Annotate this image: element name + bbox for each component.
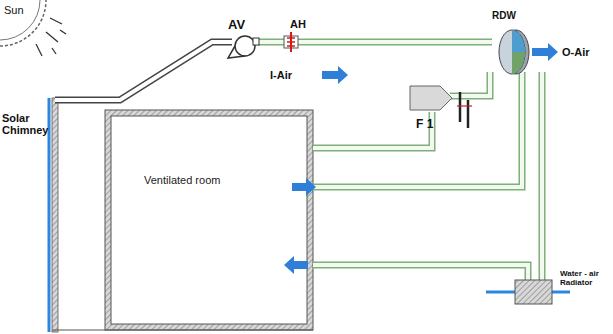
chimney-label: Solar Chimney [2,112,48,136]
sun-label: Sun [4,4,24,16]
sun-symbol [0,0,66,56]
fan-label: AV [228,18,245,32]
room-walls [105,110,313,330]
fan-symbol [228,36,259,58]
solar-chimney [49,98,313,332]
desiccant-wheel [499,30,529,74]
heater-label: AH [290,18,306,30]
chimney-duct [55,42,232,100]
radiator-label: Water - air Radiator [560,270,610,288]
flow-arrows [284,43,558,274]
heater-symbol [284,32,298,52]
wheel-label: RDW [492,10,516,21]
air-ducts [258,42,542,280]
outlet-label: O-Air [562,46,590,58]
room-area: Ventilated room [140,170,280,190]
room-label: Ventilated room [144,174,276,186]
filter-label: F 1 [416,118,433,131]
intake-label: I-Air [270,69,292,81]
radiator-symbol [486,280,570,304]
